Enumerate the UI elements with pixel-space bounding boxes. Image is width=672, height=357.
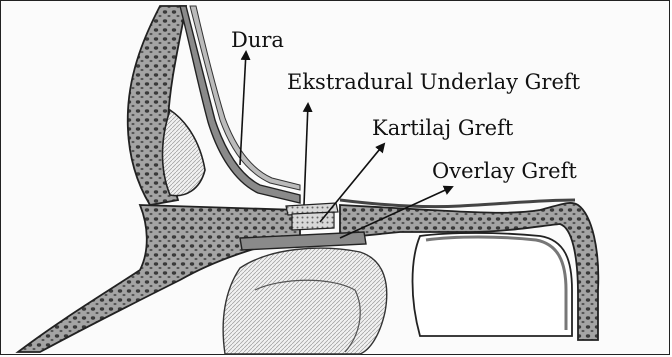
label-dura: Dura xyxy=(231,30,284,51)
pituitary-region xyxy=(223,248,387,354)
label-kartilaj-graft: Kartilaj Greft xyxy=(372,118,513,139)
arrow-dura xyxy=(240,52,246,165)
frontal-sinus xyxy=(163,110,206,196)
label-overlay-graft: Overlay Greft xyxy=(432,161,577,182)
cartilage-graft xyxy=(292,212,334,230)
label-ekstradural-underlay-graft: Ekstradural Underlay Greft xyxy=(287,72,580,93)
arrow-ekstradural xyxy=(304,104,308,205)
sphenoid-sinus xyxy=(413,233,573,336)
upper-mucosa-line xyxy=(340,200,575,207)
